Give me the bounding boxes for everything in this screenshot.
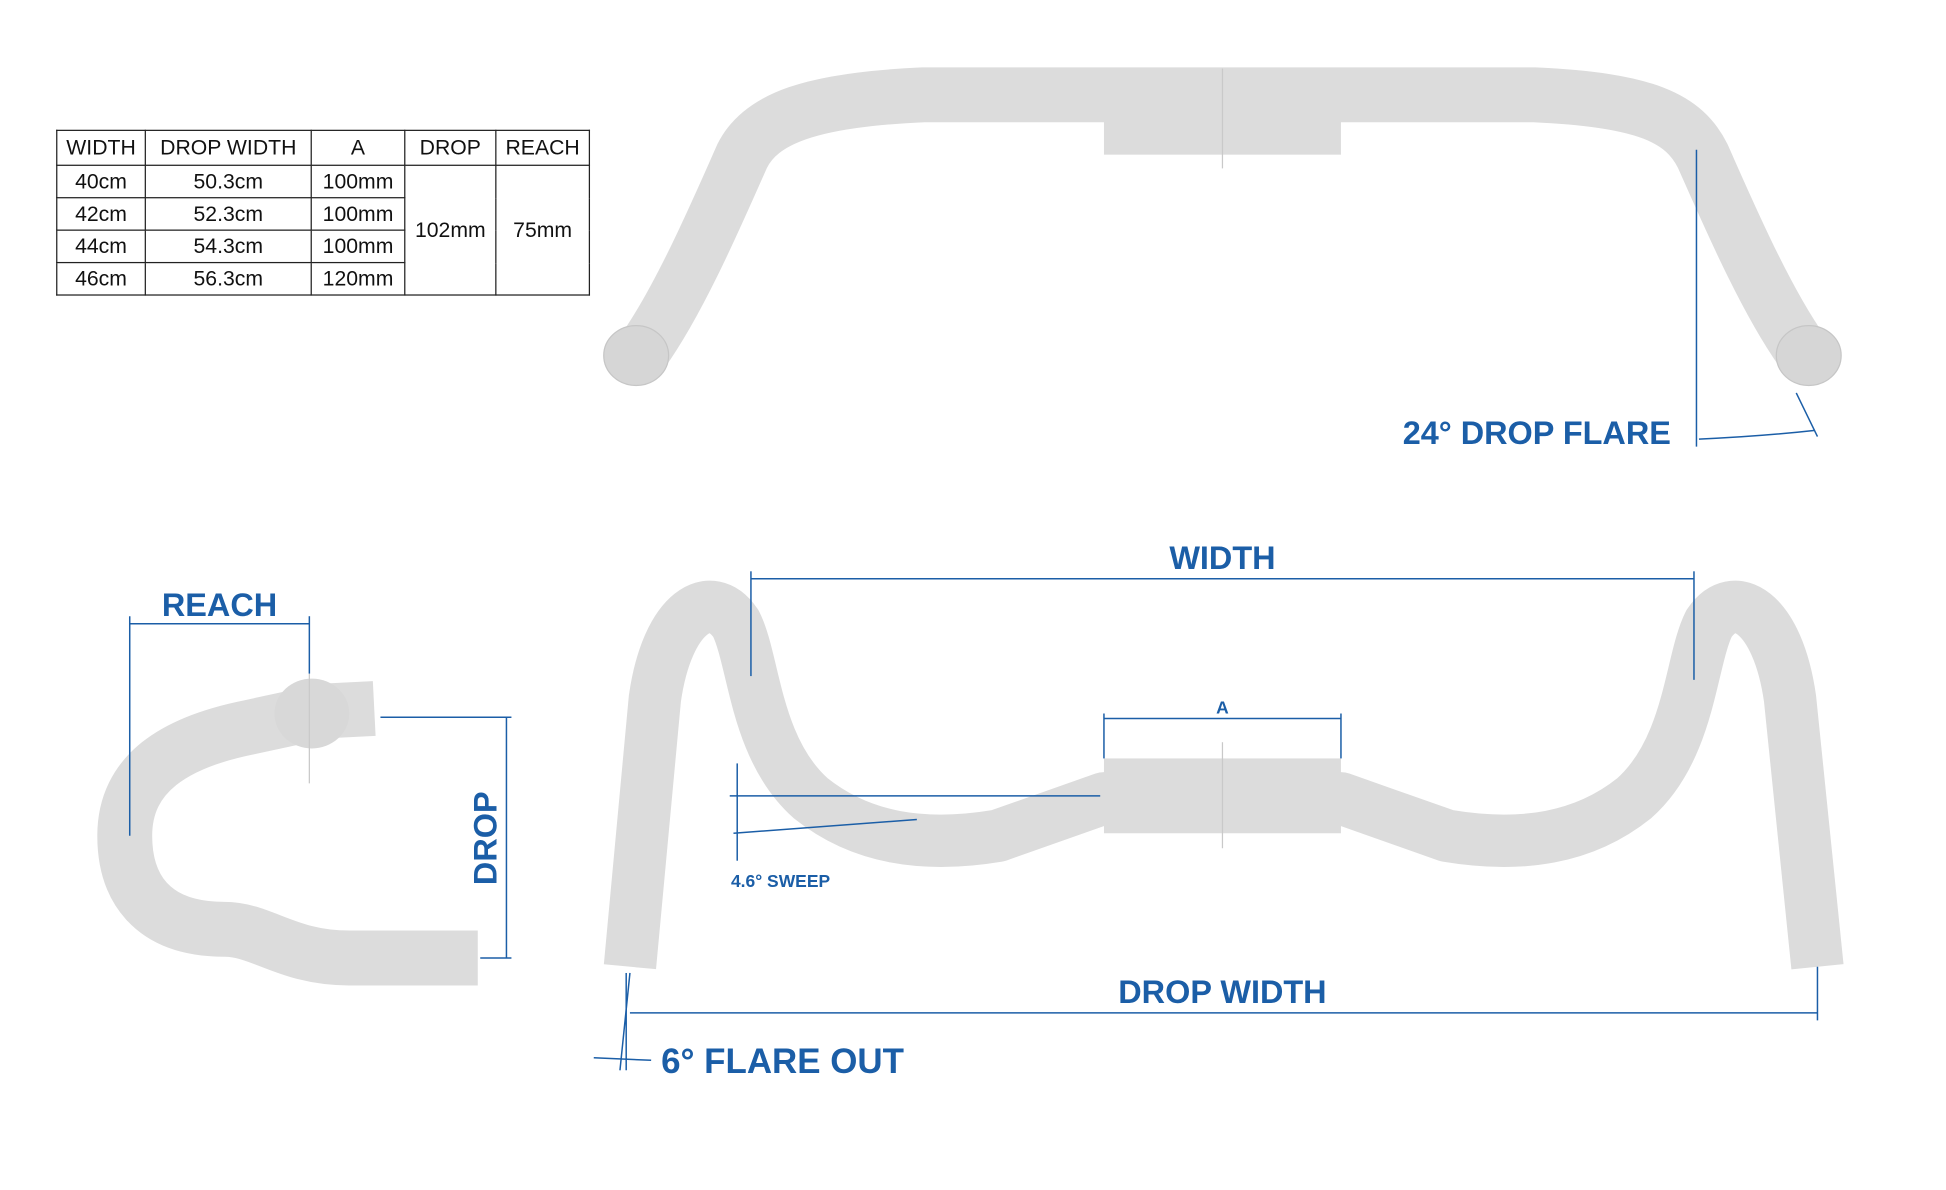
header-drop-width: DROP WIDTH (144, 129, 312, 166)
table-row: 42cm 52.3cm 100mm (56, 197, 590, 231)
table-row: 46cm 56.3cm 120mm (56, 261, 590, 296)
geometry-spec-table: WIDTH DROP WIDTH A DROP REACH 40cm 50.3c… (56, 129, 591, 296)
a-dimension: A (1103, 698, 1342, 759)
drop-flare-dimension: 24° DROP FLARE (1403, 149, 1819, 451)
drop-width-label: DROP WIDTH (1118, 974, 1326, 1010)
cell-drop-width: 56.3cm (144, 261, 312, 296)
top-view-handlebar (603, 67, 1842, 387)
reach-label: REACH (162, 587, 277, 623)
sweep-dimension: 4.6° SWEEP (729, 763, 1101, 891)
cell-reach: 75mm (495, 164, 591, 296)
cell-drop-width: 52.3cm (144, 197, 312, 231)
table-row: 44cm 54.3cm 100mm (56, 229, 590, 264)
header-reach: REACH (495, 129, 591, 166)
table-header-row: WIDTH DROP WIDTH A DROP REACH (56, 129, 591, 166)
drop-dimension: DROP (380, 716, 512, 959)
table-row: 40cm 50.3cm 100mm 102mm 75mm (56, 164, 591, 296)
front-view-handlebar (603, 580, 1844, 970)
cell-width: 46cm (56, 261, 146, 296)
flare-out-label: 6° FLARE OUT (661, 1042, 904, 1081)
cell-drop: 102mm (404, 164, 497, 296)
header-drop: DROP (404, 129, 497, 166)
a-label: A (1216, 698, 1229, 718)
sweep-label: 4.6° SWEEP (731, 871, 830, 891)
drop-flare-label: 24° DROP FLARE (1403, 415, 1671, 451)
width-label: WIDTH (1169, 540, 1275, 576)
cell-a: 100mm (310, 164, 406, 199)
cell-width: 44cm (56, 229, 146, 264)
cell-a: 100mm (310, 229, 406, 264)
cell-a: 120mm (310, 261, 406, 296)
cell-drop-width: 50.3cm (144, 164, 312, 199)
cell-drop-width: 54.3cm (144, 229, 312, 264)
width-dimension: WIDTH (750, 540, 1695, 680)
drop-width-dimension: DROP WIDTH 6° FLARE OUT (593, 966, 1819, 1081)
cell-width: 42cm (56, 197, 146, 231)
cell-a: 100mm (310, 197, 406, 231)
header-width: WIDTH (56, 129, 146, 166)
drop-label: DROP (467, 791, 503, 885)
reach-dimension: REACH (128, 587, 311, 836)
side-view-handlebar (97, 673, 478, 986)
